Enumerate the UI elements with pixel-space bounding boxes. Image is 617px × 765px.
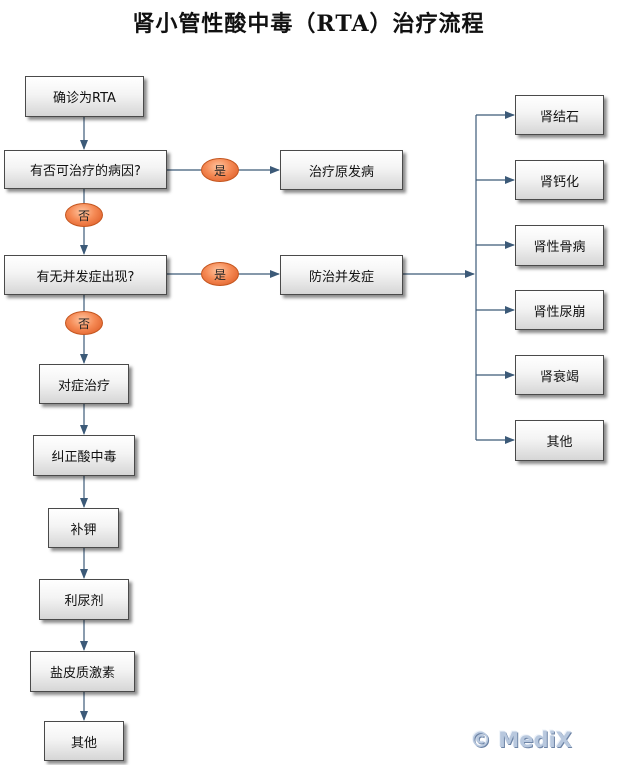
node-complications: 有无并发症出现? xyxy=(4,255,167,295)
complication-item-1: 肾结石 xyxy=(515,95,604,135)
node-prevent-complications: 防治并发症 xyxy=(280,255,403,295)
complication-item-5: 肾衰竭 xyxy=(515,355,604,395)
node-symptomatic: 对症治疗 xyxy=(39,364,129,404)
node-treat-primary: 治疗原发病 xyxy=(280,150,403,190)
node-correct-acidosis: 纠正酸中毒 xyxy=(33,435,135,476)
node-corticosteroid: 盐皮质激素 xyxy=(30,651,135,692)
node-other-left: 其他 xyxy=(44,721,124,761)
complication-item-6: 其他 xyxy=(515,420,604,461)
node-confirm: 确诊为RTA xyxy=(25,76,144,117)
page-title: 肾小管性酸中毒（RTA）治疗流程 xyxy=(132,11,485,37)
watermark: © MediX xyxy=(470,728,572,752)
complication-item-3: 肾性骨病 xyxy=(515,225,604,266)
node-treatable-cause: 有否可治疗的病因? xyxy=(4,150,167,189)
no-label-complications: 否 xyxy=(65,311,103,335)
yes-label-complications: 是 xyxy=(201,262,239,286)
node-diuretic: 利尿剂 xyxy=(39,579,129,620)
no-label-cause: 否 xyxy=(65,203,103,227)
node-potassium: 补钾 xyxy=(48,508,119,548)
complication-item-4: 肾性尿崩 xyxy=(515,290,604,330)
yes-label-cause: 是 xyxy=(201,158,239,182)
complication-item-2: 肾钙化 xyxy=(515,160,604,200)
